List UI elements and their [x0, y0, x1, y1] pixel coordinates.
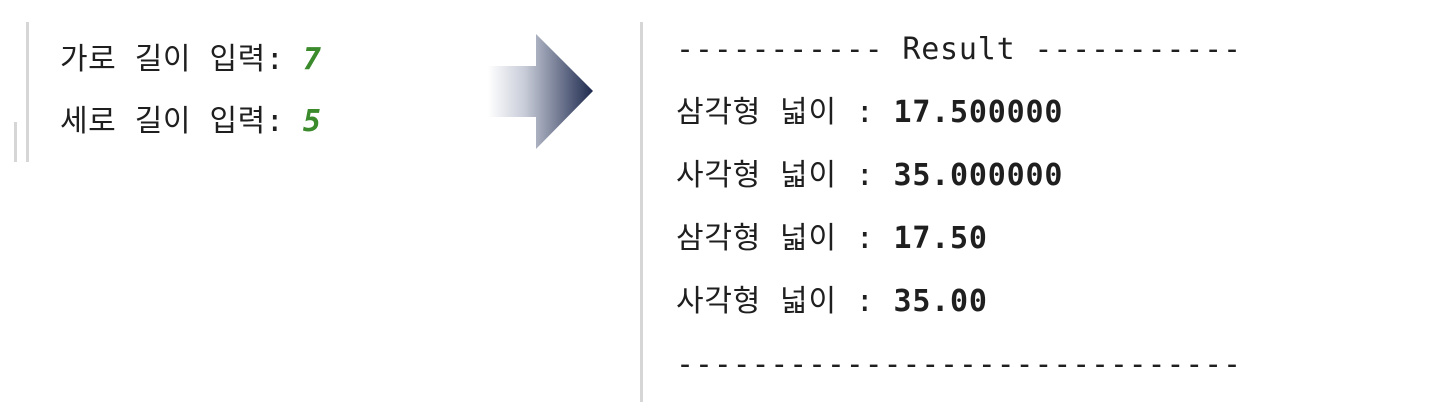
result-label: 사각형 넓이 :	[676, 284, 894, 319]
right-arrow-icon	[488, 34, 593, 149]
output-console-panel: ----------- Result ----------- 삼각형 넓이 : …	[640, 0, 1456, 402]
console-gutter	[640, 22, 643, 402]
result-row-triangle-area: 삼각형 넓이 : 17.500000	[676, 93, 1063, 133]
input-line-width: 가로 길이 입력: 7	[60, 40, 321, 80]
result-row-rectangle-area: 사각형 넓이 : 35.000000	[676, 156, 1063, 196]
result-value: 35.000000	[893, 158, 1064, 193]
result-value: 17.50	[893, 221, 988, 256]
result-label: 삼각형 넓이 :	[676, 221, 894, 256]
result-value: 17.500000	[893, 95, 1064, 130]
input-line-height: 세로 길이 입력: 5	[60, 102, 321, 142]
console-gutter	[26, 22, 29, 162]
result-row-rectangle-area-rounded: 사각형 넓이 : 35.00	[676, 282, 988, 322]
result-label: 삼각형 넓이 :	[676, 95, 894, 130]
input-console-panel: 가로 길이 입력: 7 세로 길이 입력: 5	[0, 0, 470, 402]
input-prompt: 세로 길이 입력:	[60, 104, 303, 139]
user-input-value: 5	[302, 104, 322, 139]
input-prompt: 가로 길이 입력:	[60, 42, 303, 77]
result-value: 35.00	[893, 284, 988, 319]
console-gutter-marker	[14, 122, 17, 162]
result-footer: ------------------------------	[676, 347, 1242, 382]
result-header: ----------- Result -----------	[676, 32, 1242, 67]
result-row-triangle-area-rounded: 삼각형 넓이 : 17.50	[676, 219, 988, 259]
user-input-value: 7	[302, 42, 322, 77]
result-label: 사각형 넓이 :	[676, 158, 894, 193]
